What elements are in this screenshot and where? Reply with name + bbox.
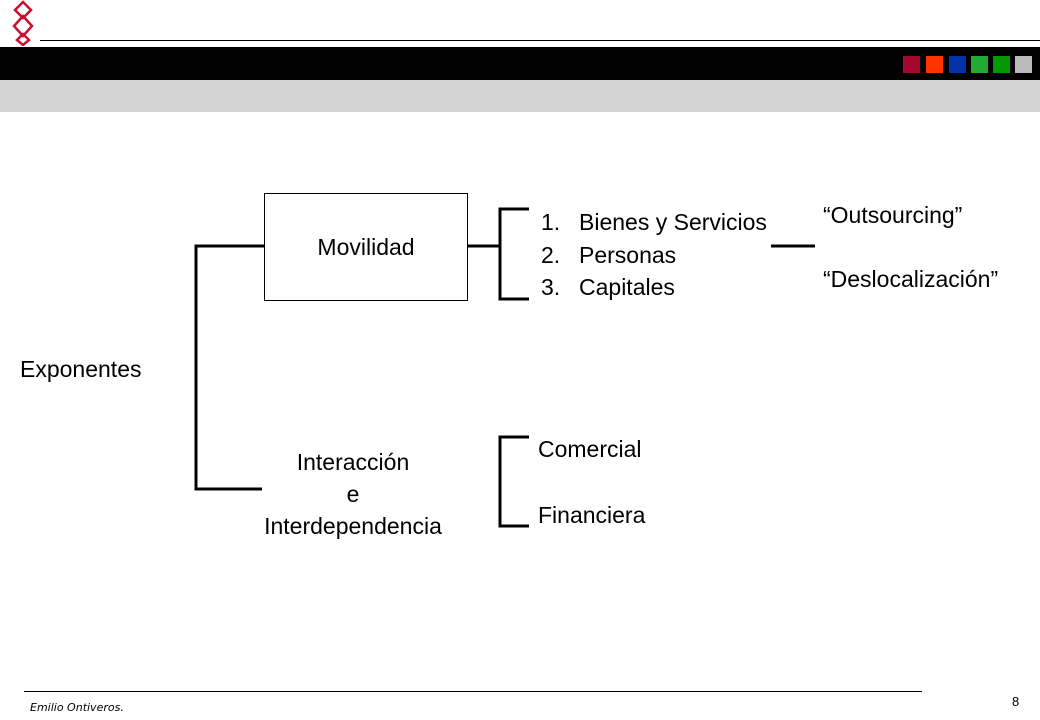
color-square-4 [971, 56, 988, 73]
top-divider [40, 40, 1040, 41]
color-square-3 [949, 56, 966, 73]
interaccion-item-comercial: Comercial [538, 436, 642, 462]
interaccion-line-3: Interdependencia [264, 513, 442, 539]
color-square-5 [993, 56, 1010, 73]
list-item-number: 1. [541, 209, 561, 235]
list-item-text: Personas [579, 242, 677, 268]
interaccion-item-financiera: Financiera [538, 502, 646, 528]
page-number: 8 [1012, 694, 1020, 709]
list-item-text: Bienes y Servicios [579, 209, 767, 235]
movilidad-items-bracket [498, 207, 529, 301]
movilidad-label: Movilidad [317, 233, 415, 260]
footer-author: Emilio Ontiveros. [30, 701, 124, 714]
interaccion-items-bracket [498, 435, 529, 528]
list-item: 2. Personas [541, 242, 676, 269]
interaccion-line-1: Interacción [296, 449, 410, 475]
outcome-outsourcing: “Outsourcing” [823, 202, 963, 228]
outcome-deslocalizacion: “Deslocalización” [823, 266, 999, 292]
footer-divider [24, 691, 922, 692]
logo-icon [12, 0, 34, 46]
color-square-1 [903, 56, 920, 73]
interaccion-label: Interacción e Interdependencia [246, 446, 460, 542]
header-band [0, 47, 1040, 80]
root-bracket [194, 244, 264, 491]
root-label: Exponentes [20, 356, 142, 382]
color-square-2 [926, 56, 943, 73]
movilidad-box: Movilidad [264, 193, 468, 301]
interaccion-line-2: e [346, 481, 360, 507]
subheader-band [0, 80, 1040, 112]
list-item-number: 3. [541, 274, 561, 300]
color-square-6 [1015, 56, 1032, 73]
list-item-number: 2. [541, 242, 561, 268]
list-item: 3. Capitales [541, 274, 675, 301]
list-item-text: Capitales [579, 274, 675, 300]
list-item: 1. Bienes y Servicios [541, 209, 767, 236]
